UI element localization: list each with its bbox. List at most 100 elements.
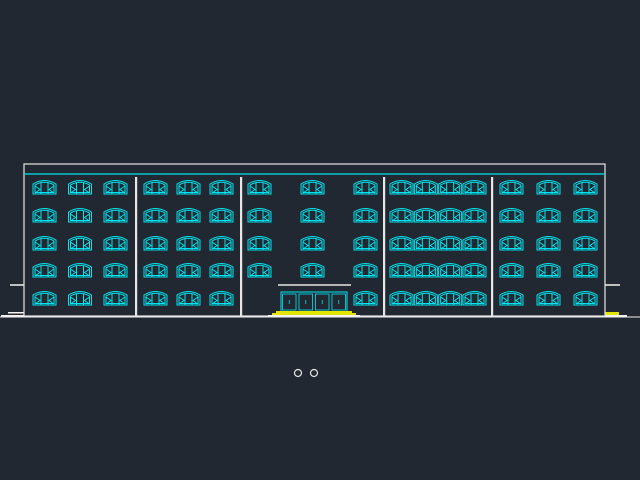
window-swing-mark xyxy=(464,268,471,277)
window-glass xyxy=(501,237,522,249)
window-glass xyxy=(145,237,166,249)
window xyxy=(536,263,561,278)
window xyxy=(353,291,378,306)
window-glass xyxy=(211,292,232,304)
window-glass xyxy=(440,237,461,249)
window-glass xyxy=(70,264,90,276)
window-swing-mark xyxy=(429,213,436,222)
window-glass xyxy=(355,181,376,193)
window-swing-mark xyxy=(34,296,41,305)
window-frame xyxy=(573,180,598,195)
window-frame xyxy=(353,236,378,251)
side-step-right xyxy=(605,315,627,317)
window xyxy=(143,180,168,195)
window-glass xyxy=(211,209,232,221)
window-glass xyxy=(575,292,596,304)
window-swing-mark xyxy=(405,296,412,305)
window-frame xyxy=(536,263,561,278)
window-swing-mark xyxy=(515,268,522,277)
window-swing-mark xyxy=(369,268,376,277)
window-frame xyxy=(413,180,438,195)
window xyxy=(32,263,57,278)
window-swing-mark xyxy=(440,185,447,194)
window xyxy=(438,263,463,278)
window-swing-mark xyxy=(478,213,485,222)
window-frame xyxy=(176,291,201,306)
window-frame xyxy=(353,208,378,223)
window-swing-mark xyxy=(145,213,152,222)
page-indicator xyxy=(293,368,319,378)
window-frame xyxy=(68,263,92,278)
window-glass xyxy=(178,237,199,249)
window-swing-mark xyxy=(538,268,545,277)
door-leaf xyxy=(282,293,297,311)
window-swing-mark xyxy=(552,185,559,194)
window-swing-mark xyxy=(355,185,362,194)
window xyxy=(209,208,234,223)
window-swing-mark xyxy=(440,268,447,277)
window xyxy=(32,208,57,223)
window-swing-mark xyxy=(70,268,77,277)
window-swing-mark xyxy=(589,213,596,222)
ground-layer xyxy=(0,284,640,318)
window-frame xyxy=(573,291,598,306)
window-swing-mark xyxy=(552,296,559,305)
window-frame xyxy=(353,291,378,306)
window xyxy=(68,236,92,251)
window-frame xyxy=(462,236,487,251)
window xyxy=(413,263,438,278)
window xyxy=(247,180,272,195)
window-frame xyxy=(413,236,438,251)
window-frame xyxy=(176,236,201,251)
window-frame xyxy=(300,263,325,278)
page-dot[interactable] xyxy=(293,368,303,378)
window xyxy=(462,236,487,251)
window xyxy=(209,180,234,195)
window-swing-mark xyxy=(145,296,152,305)
window-frame xyxy=(573,208,598,223)
window-glass xyxy=(145,264,166,276)
window xyxy=(143,263,168,278)
window-swing-mark xyxy=(552,241,559,250)
window-glass xyxy=(538,264,559,276)
window-frame xyxy=(300,236,325,251)
window-swing-mark xyxy=(429,268,436,277)
window-frame xyxy=(32,180,57,195)
window-glass xyxy=(105,181,126,193)
window-swing-mark xyxy=(83,213,90,222)
window-swing-mark xyxy=(159,296,166,305)
window-glass xyxy=(105,264,126,276)
window-glass xyxy=(464,264,485,276)
window-frame xyxy=(499,236,524,251)
window xyxy=(438,291,463,306)
window-glass xyxy=(440,181,461,193)
window xyxy=(176,263,201,278)
window-frame xyxy=(209,180,234,195)
window-swing-mark xyxy=(478,185,485,194)
window-swing-mark xyxy=(575,296,582,305)
page-dot[interactable] xyxy=(309,368,319,378)
window-frame xyxy=(300,180,325,195)
window-frame xyxy=(438,208,463,223)
window-swing-mark xyxy=(192,296,199,305)
window-swing-mark xyxy=(552,213,559,222)
window-swing-mark xyxy=(501,296,508,305)
window-glass xyxy=(391,292,412,304)
window-swing-mark xyxy=(34,268,41,277)
window-glass xyxy=(501,292,522,304)
window-swing-mark xyxy=(225,296,232,305)
window xyxy=(300,263,325,278)
window xyxy=(389,180,414,195)
window-frame xyxy=(300,208,325,223)
window-swing-mark xyxy=(355,296,362,305)
window-frame xyxy=(462,263,487,278)
window-swing-mark xyxy=(391,296,398,305)
window-swing-mark xyxy=(589,296,596,305)
window-glass xyxy=(575,181,596,193)
window-swing-mark xyxy=(538,241,545,250)
window-glass xyxy=(34,264,55,276)
window-glass xyxy=(538,237,559,249)
window xyxy=(247,208,272,223)
window-glass xyxy=(249,181,270,193)
